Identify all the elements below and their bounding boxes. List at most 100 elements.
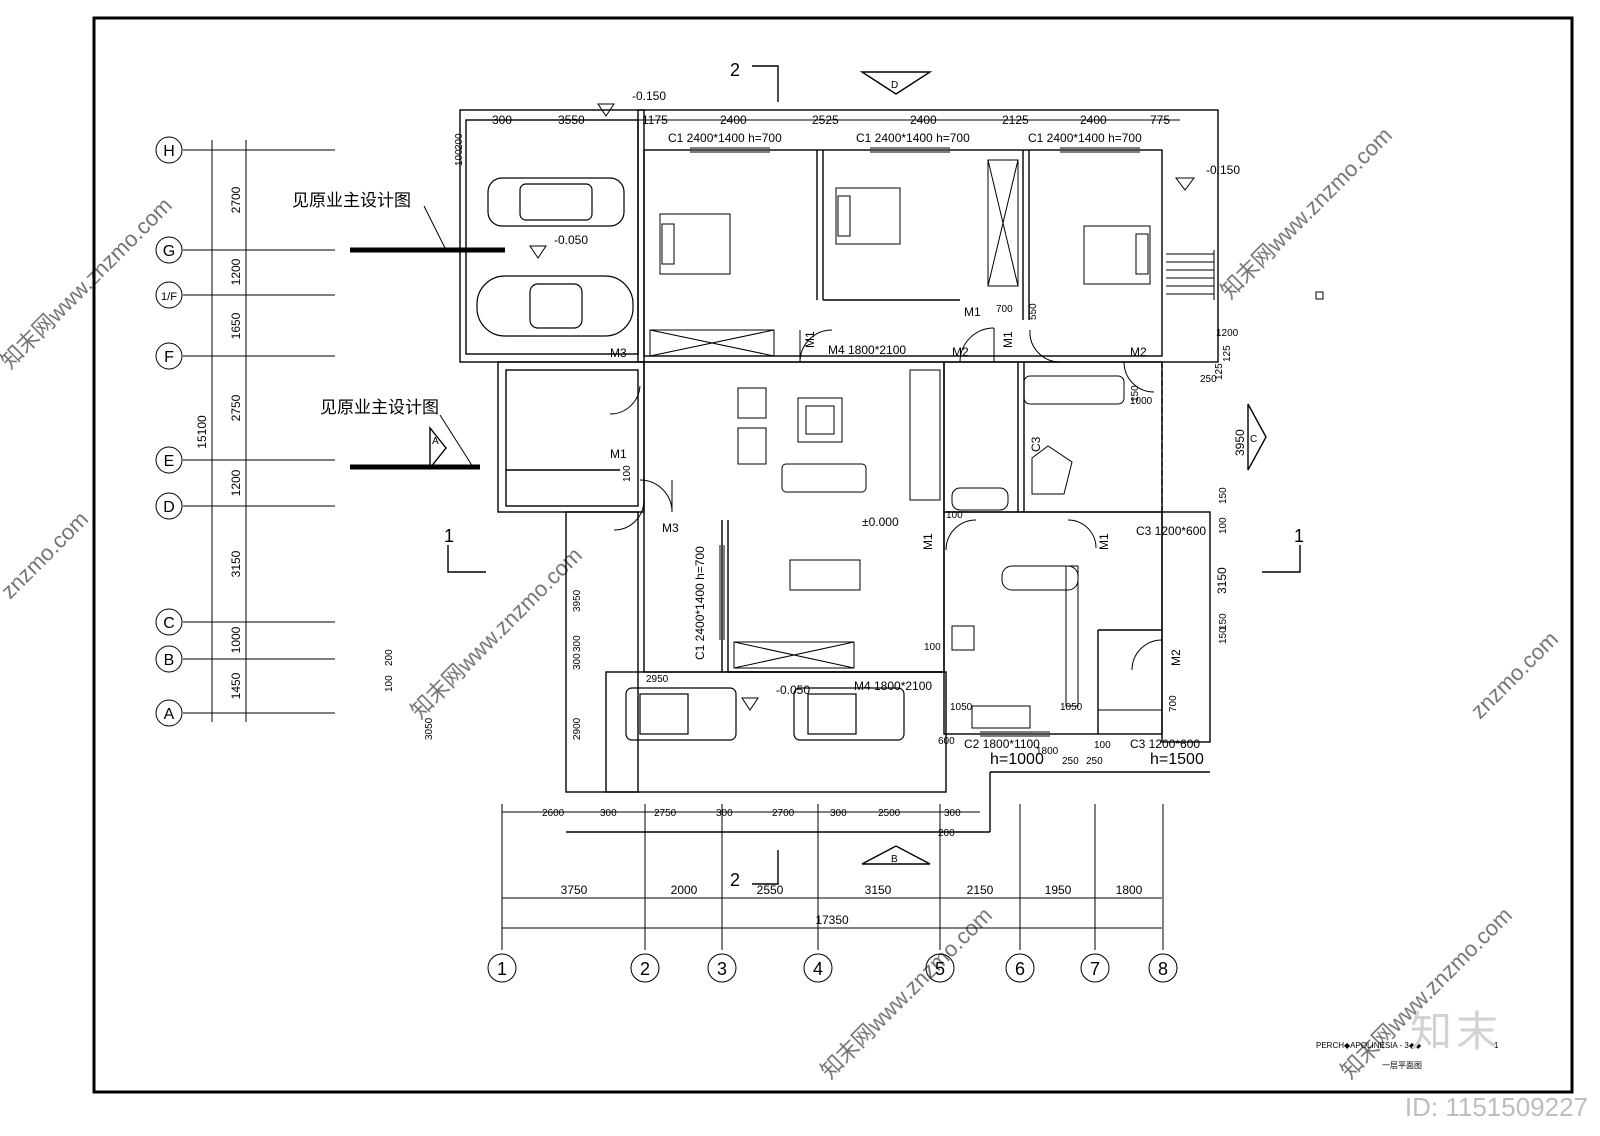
dim-misc-32: 250 — [1062, 756, 1079, 767]
dim-misc-29: 100 — [924, 642, 941, 653]
door-label-m1-bed2: M1 — [964, 305, 981, 319]
dim-bottom-3: 2550 — [757, 883, 784, 897]
window-label-c2: C2 1800*1100 — [964, 737, 1040, 751]
level-marks: -0.150 -0.150 -0.050 ±0.000 -0.050 — [529, 89, 1240, 711]
door-label-m1-laundry: M1 — [1097, 533, 1111, 550]
dim-top-5: 2525 — [812, 113, 839, 127]
door-label-m4-top: M4 1800*2100 — [828, 343, 906, 357]
door-label-m1-bed1: M1 — [803, 331, 817, 348]
note-see-owner-design-2: 见原业主设计图 — [320, 398, 439, 418]
sheet-frame — [92, 16, 1574, 1094]
window-label-c3-b: C3 1200*600 — [1130, 737, 1200, 751]
dim-bottom-5: 2150 — [967, 883, 994, 897]
bottom-column-dims: 2600 300 2750 300 2700 300 2500 300 — [502, 808, 980, 819]
level-top: -0.150 — [632, 89, 666, 103]
dim-bottom-1: 3750 — [561, 883, 588, 897]
dim-bottom-total: 17350 — [815, 913, 849, 927]
dim-misc-6: 125 — [1222, 345, 1233, 362]
dim-misc-4: 550 — [1028, 303, 1039, 320]
window-label-c1-b: C1 2400*1400 h=700 — [856, 131, 970, 145]
axis-label-3: 3 — [717, 959, 727, 979]
dim-misc-24: 300 — [572, 635, 583, 652]
window-label-c3-height: h=1500 — [1150, 751, 1204, 768]
dim-misc-8: 125 — [1214, 363, 1225, 380]
window-label-c1-d: C1 2400*1400 h=700 — [693, 546, 707, 660]
axis-label-5: 5 — [935, 959, 945, 979]
door-label-m1-bed3: M1 — [1001, 331, 1015, 348]
dim-top-6: 2400 — [910, 113, 937, 127]
axis-label-B: B — [164, 652, 175, 669]
dim-misc-15: 3150 — [1215, 567, 1229, 594]
elevation-A-mark: A — [432, 436, 439, 447]
dim-misc-35: 100 — [1094, 740, 1111, 751]
dim-misc-11: 150 — [1218, 487, 1229, 504]
dim-misc-33: 250 — [1086, 756, 1103, 767]
title-block-line1: PERCH◆APOLINESIA - 3◆◆ — [1316, 1041, 1422, 1050]
door-label-m2-ensuite: M2 — [1130, 345, 1147, 359]
window-label-c3-a: C3 1200*600 — [1136, 524, 1206, 538]
axis-label-1: 1 — [497, 959, 507, 979]
dim-misc-14: 150 — [1218, 627, 1229, 644]
note-see-owner-design-1: 见原业主设计图 — [292, 191, 411, 211]
axis-label-E: E — [164, 453, 175, 470]
left-axis-bubbles — [155, 136, 183, 727]
axis-label-F: F — [164, 349, 174, 366]
door-label-m1-kitchen: M1 — [921, 533, 935, 550]
dim-top-8: 2400 — [1080, 113, 1107, 127]
dim-misc-2: 100 — [454, 149, 465, 166]
dim-misc-20: 2900 — [572, 717, 583, 740]
dim-left-1: 2700 — [229, 186, 243, 213]
dim-misc-12: 150 — [1218, 613, 1229, 630]
dim-misc-36: 1800 — [1036, 746, 1059, 757]
dim-misc-34: 200 — [938, 828, 955, 839]
axis-label-1F: 1/F — [161, 291, 177, 303]
dim-misc-21: 3050 — [424, 717, 435, 740]
bottom-axis-grid — [501, 804, 1164, 950]
left-axis-grid — [183, 140, 335, 722]
entry-steps — [1166, 250, 1215, 300]
dim-col-6: 300 — [830, 808, 847, 819]
title-block: PERCH◆APOLINESIA - 3◆◆ 一层平面图 1 — [1316, 1041, 1499, 1070]
dim-misc-18: 3950 — [572, 589, 583, 612]
dim-misc-9: 3950 — [1233, 429, 1247, 456]
dim-col-8: 300 — [944, 808, 961, 819]
walls — [459, 109, 1219, 833]
window-marks — [690, 147, 1140, 737]
dim-bottom-4: 3150 — [865, 883, 892, 897]
window-label-c1-a: C1 2400*1400 h=700 — [668, 131, 782, 145]
watermark-id: ID: 1151509227 — [1404, 1092, 1588, 1122]
dim-misc-16: 150 — [1130, 385, 1141, 402]
dim-top-2: 3550 — [558, 113, 585, 127]
dim-bottom-2: 2000 — [671, 883, 698, 897]
garage-cars — [476, 177, 905, 741]
elevation-B-mark: B — [891, 854, 898, 865]
dim-misc-17: 100 — [622, 465, 633, 482]
level-floor: ±0.000 — [862, 515, 899, 529]
window-label-c3-bath: C3 — [1029, 436, 1043, 452]
dim-bottom-7: 1800 — [1116, 883, 1143, 897]
dim-misc-25: 2950 — [646, 674, 669, 685]
dim-misc-27: 1050 — [950, 702, 973, 713]
section-2-top: 2 — [730, 60, 740, 80]
dim-misc-22: 100 — [384, 675, 395, 692]
watermark-brand-2: znzmo.com — [1466, 626, 1563, 723]
axis-label-H: H — [163, 143, 175, 160]
dim-top-9: 775 — [1150, 113, 1170, 127]
dim-misc-7: 250 — [1200, 374, 1217, 385]
window-label-c2-height: h=1000 — [990, 751, 1044, 768]
dim-left-8: 1450 — [229, 672, 243, 699]
dim-col-5: 2700 — [772, 808, 795, 819]
dim-top-1: 300 — [492, 113, 512, 127]
dim-left-7: 1000 — [229, 626, 243, 653]
dim-misc-30: 100 — [946, 510, 963, 521]
dim-misc-28: 1050 — [1060, 702, 1083, 713]
section-marks — [429, 65, 1301, 885]
axis-label-8: 8 — [1158, 959, 1168, 979]
dim-col-1: 2600 — [542, 808, 565, 819]
title-block-line2: 一层平面图 — [1382, 1061, 1422, 1070]
window-label-c1-c: C1 2400*1400 h=700 — [1028, 131, 1142, 145]
dim-misc-26: 700 — [1168, 695, 1179, 712]
level-carport: -0.050 — [776, 683, 810, 697]
